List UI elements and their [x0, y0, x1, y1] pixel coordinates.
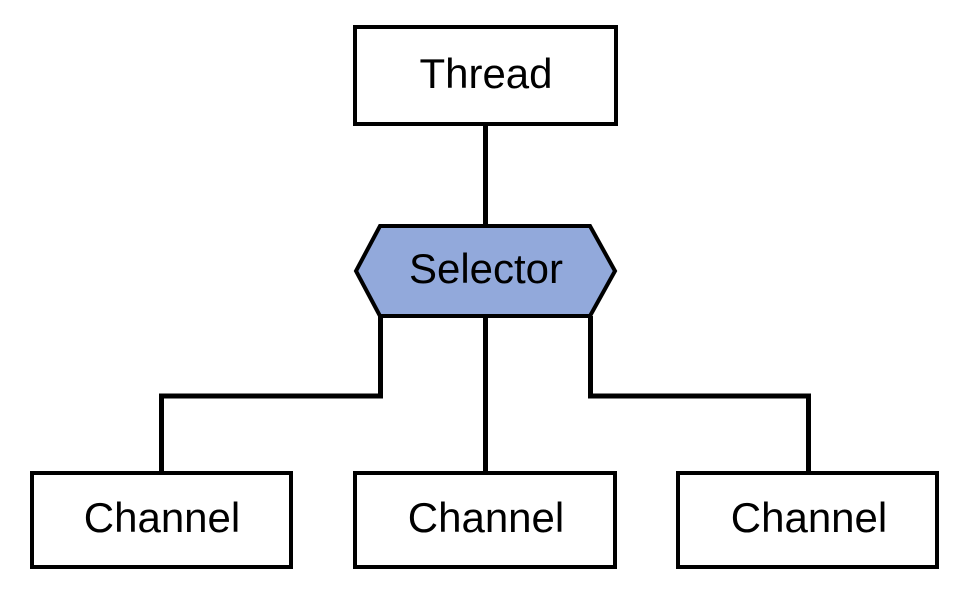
connector-group [159, 124, 811, 473]
channel-middle-box-shape [353, 471, 617, 569]
connector-selector-to-channel-left [159, 316, 383, 473]
channel-middle-label: Channel [408, 494, 564, 541]
thread-label: Thread [419, 50, 552, 97]
node-thread[interactable]: Thread [353, 25, 618, 126]
node-channel-middle[interactable]: Channel [353, 471, 617, 569]
selector-label: Selector [409, 245, 563, 292]
channel-left-label: Channel [84, 494, 240, 541]
thread-box-shape [353, 25, 618, 126]
node-channel-left[interactable]: Channel [30, 471, 293, 569]
node-selector[interactable]: Selector [353, 224, 618, 318]
channel-left-box-shape [30, 471, 293, 569]
connector-selector-to-channel-right [588, 316, 811, 473]
channel-right-box-shape [676, 471, 939, 569]
node-channel-right[interactable]: Channel [676, 471, 939, 569]
selector-hexagon-shape [353, 224, 618, 318]
channel-right-label: Channel [731, 494, 887, 541]
